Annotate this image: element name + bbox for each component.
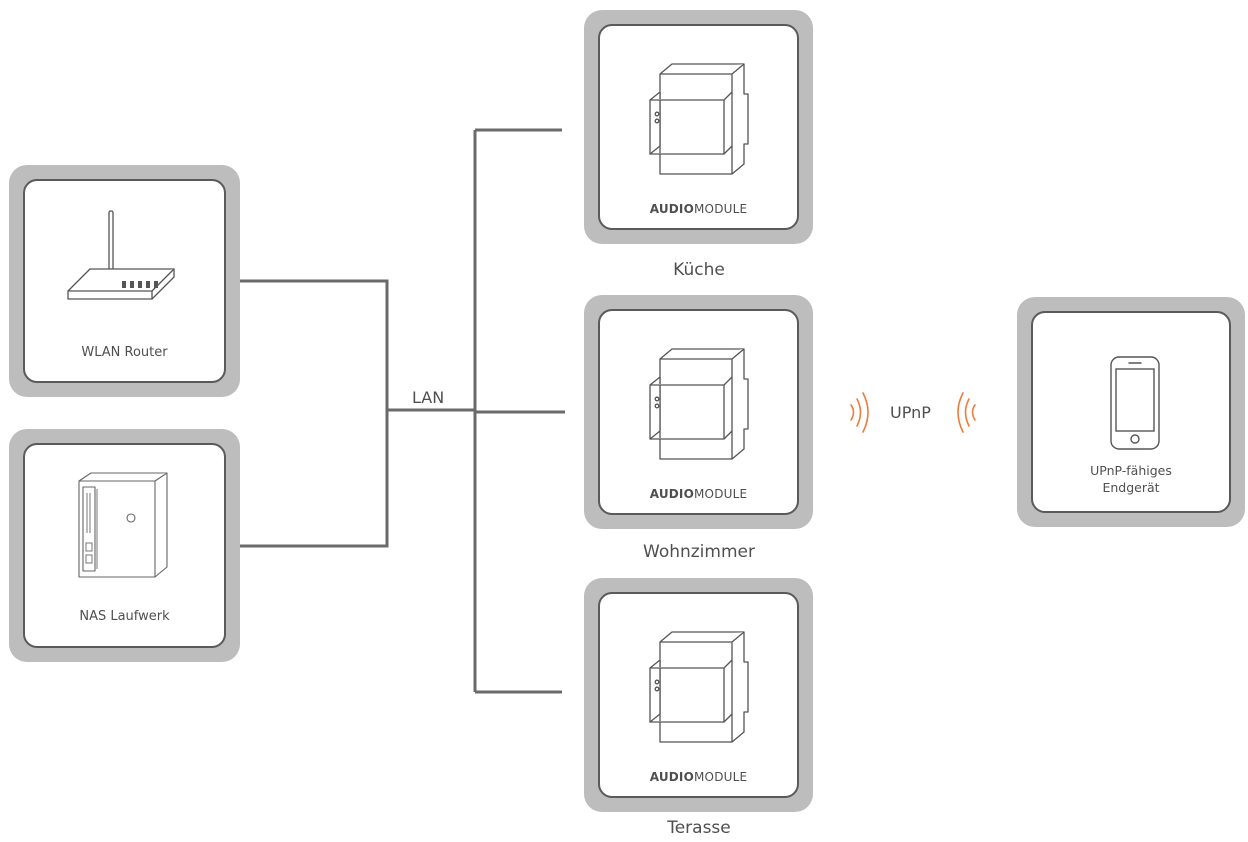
wave-right-icon xyxy=(850,392,869,433)
nas-lan-line xyxy=(240,410,389,548)
endpoint-label-line2: Endgerät xyxy=(1102,480,1160,495)
endpoint-card: UPnP-fähiges Endgerät xyxy=(1031,311,1231,513)
audio-module-icon xyxy=(649,63,749,175)
smartphone-icon xyxy=(1110,356,1160,450)
endpoint-label-line1: UPnP-fähiges xyxy=(1090,463,1172,478)
room-label-wohnzimmer: Wohnzimmer xyxy=(643,542,755,562)
router-tile: WLAN Router xyxy=(9,165,240,397)
module-brand-kueche: AUDIOMODULE xyxy=(649,202,748,216)
nas-drive-icon xyxy=(78,472,168,578)
module-tile-wohnzimmer: AUDIOMODULE xyxy=(584,295,813,529)
endpoint-tile: UPnP-fähiges Endgerät xyxy=(1017,297,1245,527)
router-label: WLAN Router xyxy=(81,345,168,360)
module-brand-wohnzimmer: AUDIOMODULE xyxy=(649,487,748,501)
module-tile-terasse: AUDIOMODULE xyxy=(584,578,813,812)
room-label-kueche: Küche xyxy=(673,260,725,280)
module-card-kueche: AUDIOMODULE xyxy=(598,24,799,230)
lan-label: LAN xyxy=(412,388,445,407)
audio-module-icon xyxy=(649,348,749,460)
module-card-terasse: AUDIOMODULE xyxy=(598,592,799,798)
audio-module-icon xyxy=(649,631,749,743)
module-brand-terasse: AUDIOMODULE xyxy=(649,770,748,784)
nas-card: NAS Laufwerk xyxy=(23,443,226,648)
wave-left-icon xyxy=(957,392,976,433)
nas-label: NAS Laufwerk xyxy=(79,609,170,624)
module-tile-kueche: AUDIOMODULE xyxy=(584,10,813,244)
router-lan-line xyxy=(240,279,389,410)
room-label-terasse: Terasse xyxy=(667,818,731,838)
nas-tile: NAS Laufwerk xyxy=(9,429,240,662)
module-card-wohnzimmer: AUDIOMODULE xyxy=(598,309,799,515)
router-icon xyxy=(67,210,175,300)
router-card: WLAN Router xyxy=(23,179,226,383)
upnp-label: UPnP xyxy=(890,403,931,422)
